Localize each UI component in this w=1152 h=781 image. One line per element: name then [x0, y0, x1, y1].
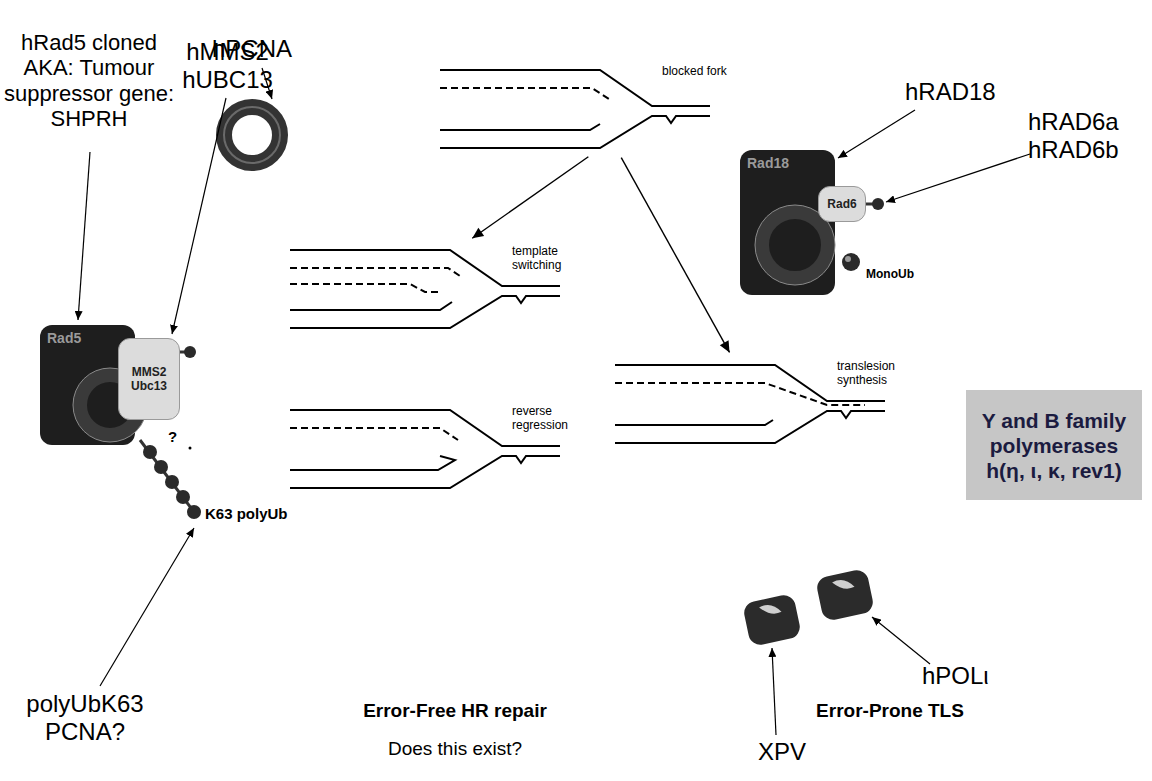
question-mark: ?: [168, 428, 177, 445]
pathway-title: Error-Free HR repair: [335, 700, 575, 722]
protein-label: hRAD18: [905, 78, 996, 106]
node-text: template switching: [512, 244, 578, 272]
node-text: Rad5: [47, 330, 81, 346]
leader-line: [172, 98, 226, 334]
ub-label: K63 polyUb: [205, 505, 288, 522]
ubiquitin-highlight: [845, 256, 851, 262]
polymerase-highlight: [759, 602, 782, 617]
polymerases: [742, 568, 875, 647]
node-text: reverse regression: [512, 404, 578, 432]
leader-line: [772, 648, 776, 735]
polymerase-body: [742, 593, 802, 647]
polyub-chain: [140, 440, 194, 512]
dna-strand: [615, 411, 885, 443]
dna-strand: [290, 456, 560, 488]
protein-subunit: MMS2 Ubc13: [118, 338, 180, 420]
dna-strand: [290, 456, 455, 470]
protein-label: hPOLι: [922, 662, 989, 690]
ubiquitin-ball: [872, 198, 884, 210]
dna-strand: [615, 420, 773, 425]
ubiquitin-ball: [842, 253, 860, 271]
node-text: Y and B family polymerases h(η, ι, κ, re…: [976, 408, 1132, 483]
leader-line: [872, 617, 930, 664]
nascent-strand: [615, 383, 865, 405]
node-text: MMS2 Ubc13: [123, 365, 175, 393]
nascent-strand: [290, 268, 460, 276]
polymerase-iota: [815, 568, 875, 622]
pcna-ring-highlight: [224, 107, 280, 163]
protein-label: XPV: [758, 738, 806, 766]
connector-line: [621, 158, 729, 353]
protein-subunit: Rad6: [818, 186, 866, 222]
dna-strand: [440, 124, 600, 130]
leader-line: [838, 110, 915, 158]
pcna-ring: [224, 107, 280, 163]
ubiquitin-ball: [176, 490, 190, 504]
ubiquitin-ball: [184, 346, 196, 358]
arrowhead: [720, 340, 730, 352]
nascent-strand: [290, 284, 440, 292]
ubiquitin-ball: [165, 475, 179, 489]
protein-label: hMMS2 hUBC13: [180, 38, 275, 93]
leader-line: [78, 152, 90, 320]
polymerase-body: [815, 568, 875, 622]
replication-fork: blocked fork: [440, 60, 730, 155]
node-art: [740, 150, 835, 295]
ubiquitin-ball: [154, 460, 168, 474]
node-text: Rad18: [747, 155, 789, 171]
protein-box: Rad18: [740, 150, 835, 295]
arrowhead: [472, 228, 484, 238]
nascent-strand: [290, 428, 458, 440]
pathway-arrow: [472, 157, 588, 239]
leader-lines: [78, 68, 1030, 735]
leader-line: [100, 528, 194, 686]
dot: [189, 447, 192, 450]
ub-label: MonoUb: [866, 268, 914, 282]
leader-line: [886, 154, 1030, 202]
protein-label: hRAD6a hRAD6b: [1028, 108, 1143, 163]
replication-fork: translesion synthesis: [615, 355, 905, 450]
dna-strand: [290, 296, 560, 328]
ubiquitin-ball: [143, 445, 157, 459]
pcna-ring: [224, 107, 280, 163]
replication-fork: template switching: [290, 240, 580, 335]
gene-note: hRad5 cloned AKA: Tumour suppressor gene…: [0, 30, 178, 131]
dna-strand: [290, 302, 452, 310]
pathway-note: Does this exist?: [335, 738, 575, 760]
polymerase-highlight: [832, 577, 855, 592]
dna-strand: [440, 116, 710, 148]
node-text: Rad6: [827, 197, 856, 211]
node-text: blocked fork: [662, 64, 728, 78]
pcna-ring: [762, 212, 828, 278]
nascent-strand: [440, 88, 612, 101]
polymerase-box: Y and B family polymerases h(η, ι, κ, re…: [966, 390, 1142, 500]
ubiquitin-ball: [187, 505, 201, 519]
polymerase-xpv: [742, 593, 802, 647]
connector-line: [472, 157, 588, 239]
pathway-title: Error-Prone TLS: [800, 700, 980, 722]
question-note: polyUbK63 PCNA?: [10, 690, 160, 745]
node-text: translesion synthesis: [837, 359, 903, 387]
pathway-arrow: [621, 158, 729, 353]
replication-fork: reverse regression: [290, 400, 580, 495]
